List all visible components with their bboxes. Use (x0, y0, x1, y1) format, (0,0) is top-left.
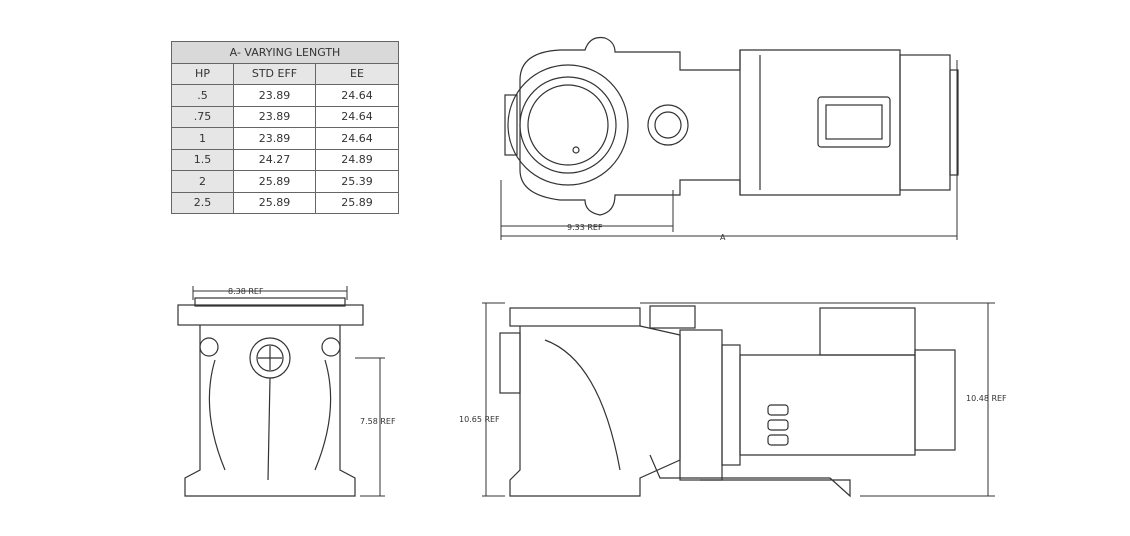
cell-hp: .5 (171, 84, 234, 107)
cell-std-eff: 23.89 (233, 127, 316, 150)
cell-hp: 1.5 (171, 148, 234, 171)
cell-hp: 2.5 (171, 191, 234, 214)
header-std-eff: STD EFF (233, 62, 316, 85)
cell-std-eff: 25.89 (233, 170, 316, 193)
cell-hp: 2 (171, 170, 234, 193)
cell-std-eff: 24.27 (233, 148, 316, 171)
front-view (177, 286, 385, 497)
dim-8-38-ref: 8.38 REF (228, 287, 264, 296)
cell-ee: 24.64 (315, 105, 399, 128)
cell-ee: 24.64 (315, 84, 399, 107)
header-hp: HP (171, 62, 234, 85)
cell-std-eff: 23.89 (233, 84, 316, 107)
top-view (500, 36, 959, 240)
cell-hp: .75 (171, 105, 234, 128)
header-ee: EE (315, 62, 399, 85)
table-title: A- VARYING LENGTH (171, 41, 399, 64)
cell-std-eff: 25.89 (233, 191, 316, 214)
cell-std-eff: 23.89 (233, 105, 316, 128)
dim-a: A (720, 233, 726, 242)
dim-7-58-ref: 7.58 REF (360, 417, 396, 426)
cell-ee: 24.64 (315, 127, 399, 150)
side-view (482, 302, 995, 498)
cell-ee: 25.89 (315, 191, 399, 214)
dim-10-65-ref: 10.65 REF (459, 415, 500, 424)
dim-10-48-ref: 10.48 REF (966, 394, 1007, 403)
dim-9-33-ref: 9.33 REF (567, 223, 603, 232)
